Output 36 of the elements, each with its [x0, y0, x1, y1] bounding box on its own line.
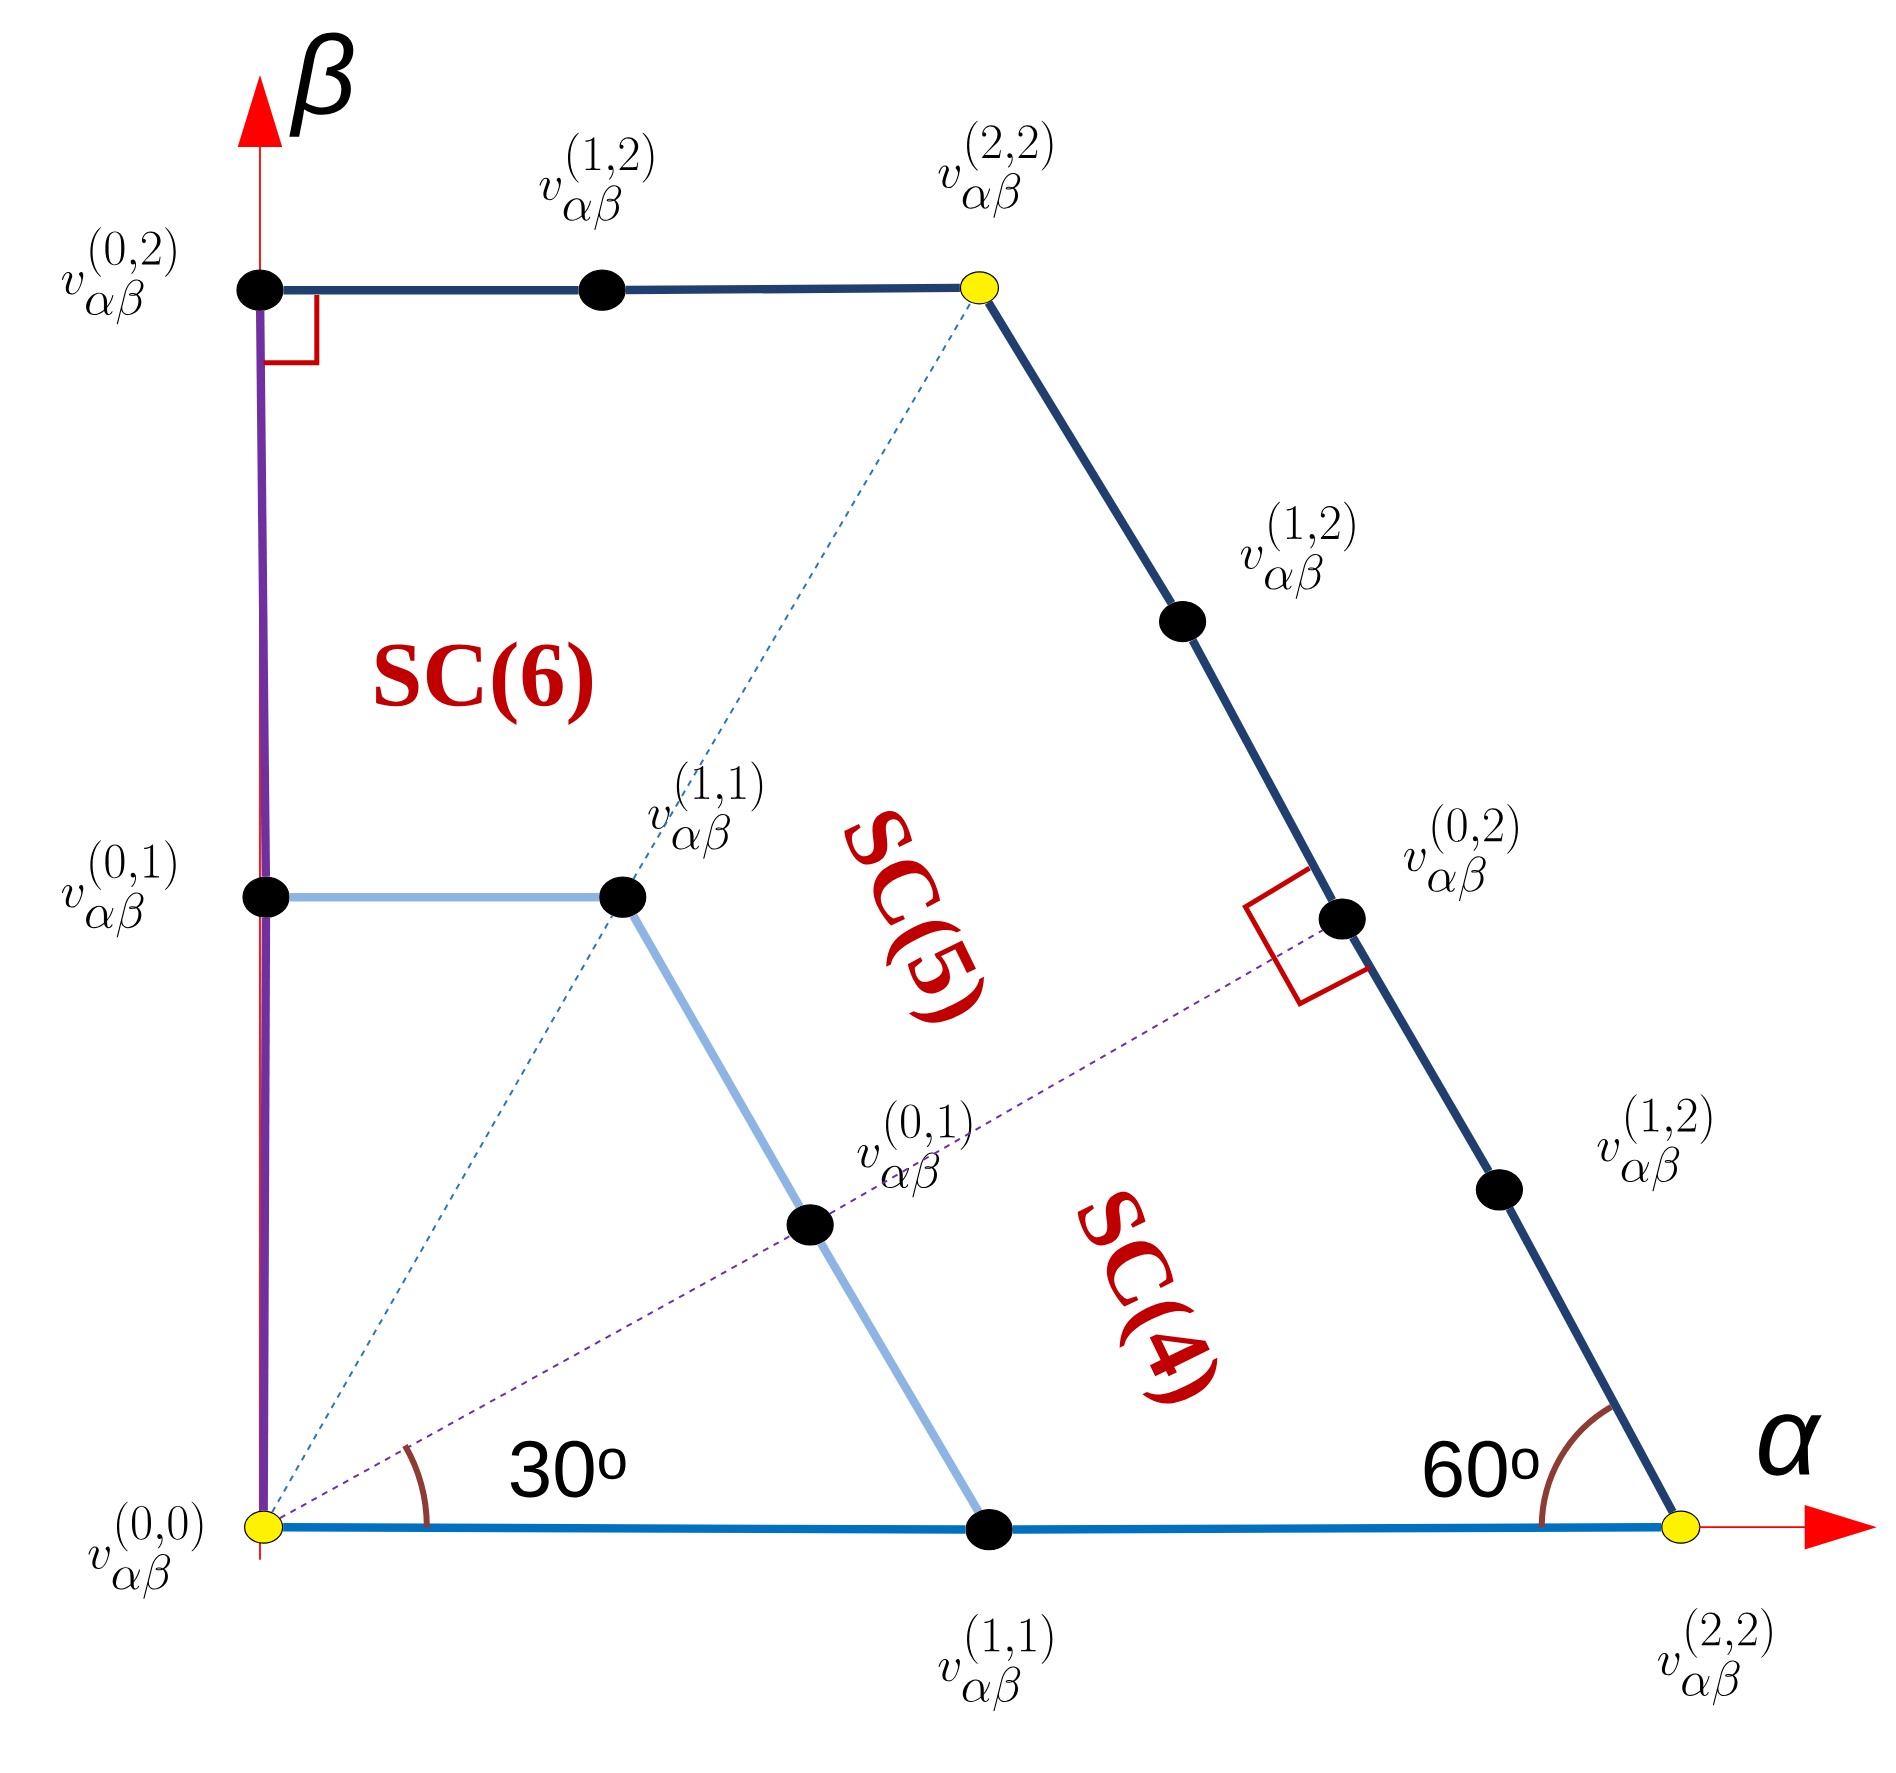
connector-line [625, 283, 960, 295]
connector-line [1349, 935, 1493, 1174]
vector-label: $v_{\alpha\beta}^{(0,1)}$ [61, 840, 176, 938]
vector-label: $v_{\alpha\beta}^{(2,2)}$ [1658, 1608, 1772, 1706]
connector-line [283, 286, 579, 295]
vector-label: $v_{\alpha\beta}^{(2,2)}$ [938, 120, 1053, 218]
connector-line [984, 300, 1176, 606]
connector-line [629, 913, 804, 1209]
angle-label: 60$^{o}$ [1424, 1441, 1539, 1498]
axis-label: β [289, 32, 354, 137]
vector-label: $v_{\alpha\beta}^{(1,2)}$ [539, 133, 654, 231]
connector-line [259, 917, 271, 1511]
connector-line [632, 301, 972, 881]
connector-line [817, 1241, 982, 1514]
connector-line [828, 929, 1324, 1215]
vector-label: $v_{\alpha\beta}^{(1,1)}$ [648, 761, 763, 859]
vector-label: $v_{\alpha\beta}^{(0,2)}$ [1404, 804, 1518, 902]
connector-line [1505, 1206, 1677, 1515]
angle-label: 30$^{o}$ [510, 1441, 626, 1498]
connector-line [1012, 1523, 1662, 1534]
connector-line [256, 310, 270, 877]
region-label: SC(6) [376, 641, 593, 726]
vector-label: $v_{\alpha\beta}^{(0,2)}$ [61, 227, 176, 325]
connector-line [271, 914, 614, 1514]
vector-label: $v_{\alpha\beta}^{(1,2)}$ [1240, 501, 1355, 599]
vector-label: $v_{\alpha\beta}^{(1,2)}$ [1597, 1094, 1712, 1192]
vector-label: $v_{\alpha\beta}^{(1,1)}$ [938, 1614, 1053, 1712]
region-label: SC(4) [1077, 1192, 1218, 1404]
connector-line [279, 1235, 792, 1520]
axis-label: α [1759, 1414, 1822, 1476]
connector-line [289, 893, 600, 902]
vector-label: $v_{\alpha\beta}^{(0,1)}$ [857, 1100, 972, 1198]
region-label: SC(5) [844, 811, 984, 1023]
connector-line [1188, 638, 1336, 903]
connector-line [283, 1523, 966, 1534]
vector-label: $v_{\alpha\beta}^{(0,0)}$ [88, 1501, 203, 1599]
